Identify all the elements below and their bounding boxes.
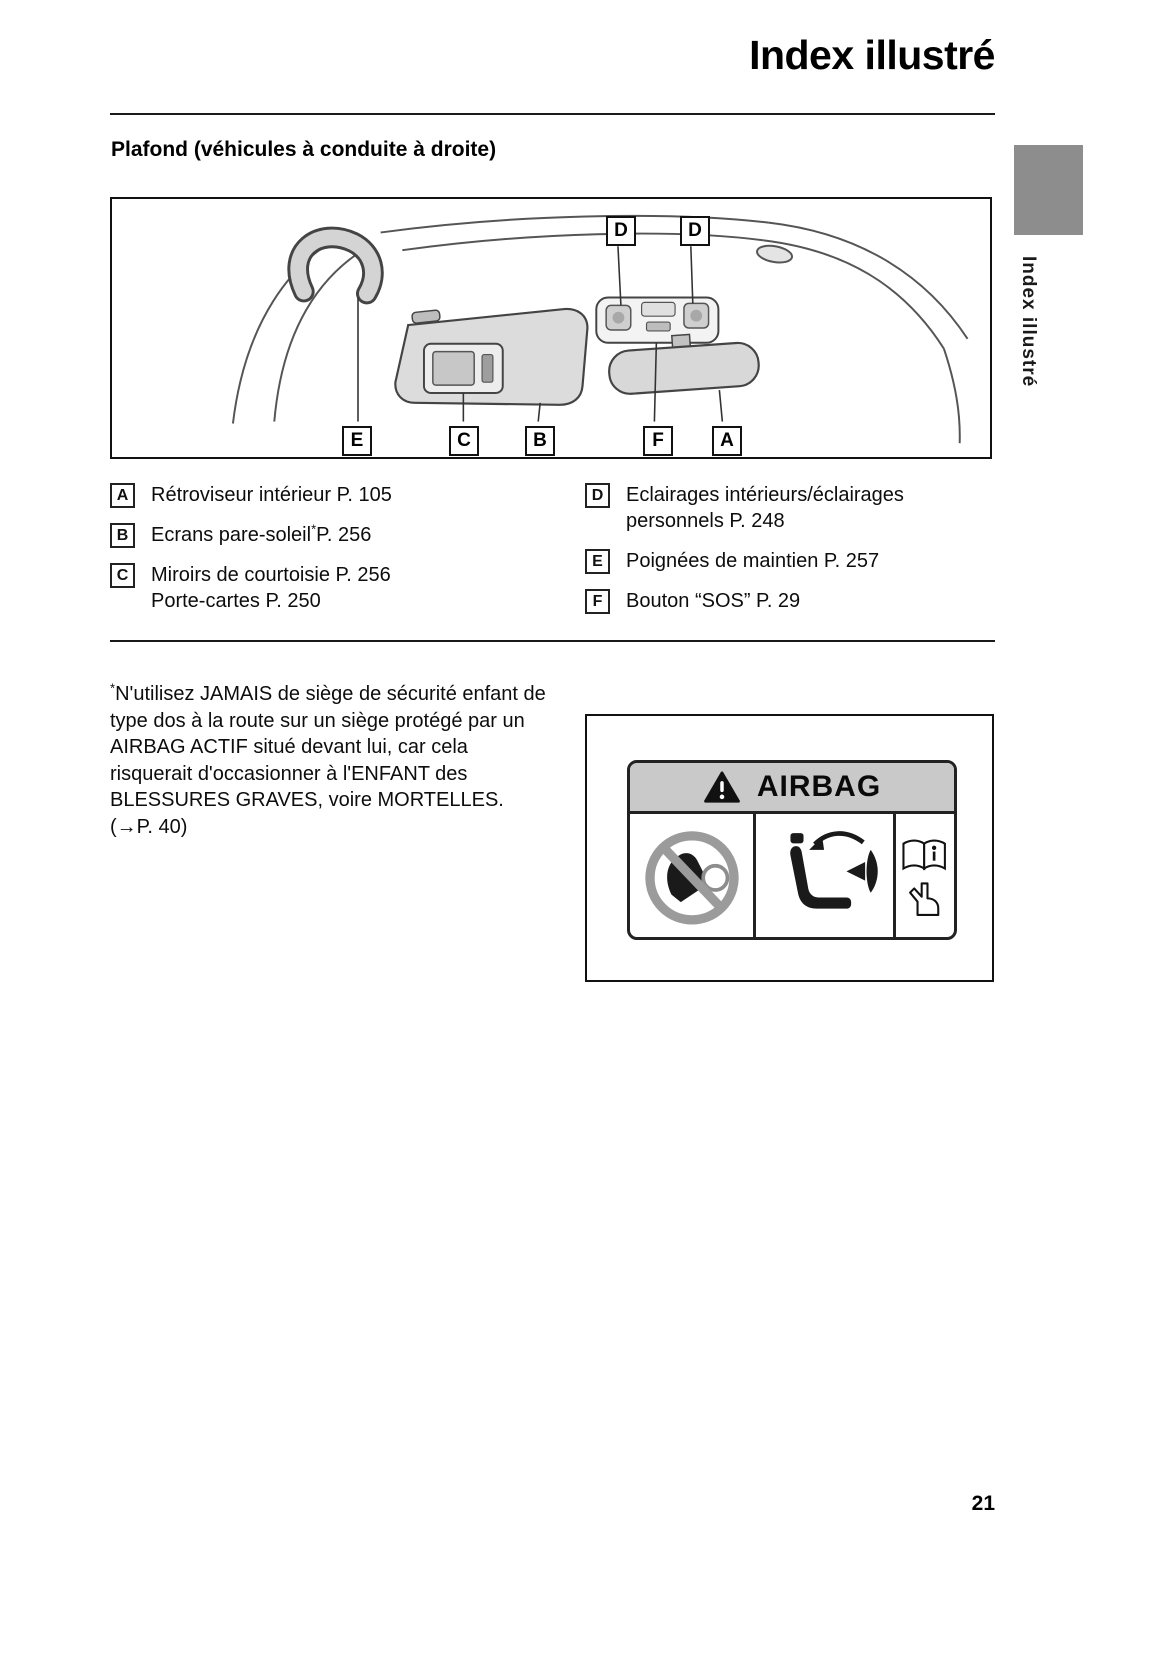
page-title: Index illustré (749, 32, 995, 78)
legend-text-B-page: P. 256 (316, 524, 372, 546)
legend-item-B: B Ecrans pare-soleil*P. 256 (110, 522, 575, 548)
legend-key-C: C (110, 563, 135, 588)
legend-item-E: E Poignées de maintien P. 257 (585, 548, 995, 574)
legend-text-D: Eclairages intérieurs/éclairages personn… (626, 484, 904, 532)
vanity-mirror-illustration (422, 342, 504, 394)
callout-F: F (643, 426, 673, 456)
legend-text-C-line1: Miroirs de courtoisie P. 256 (151, 564, 391, 586)
legend-text-B: Ecrans pare-soleil*P. 256 (151, 522, 371, 548)
footnote-text: N'utilisez JAMAIS de siège de sécurité e… (110, 683, 546, 838)
page-number: 21 (971, 1492, 995, 1515)
no-rear-facing-child-seat-icon (630, 814, 757, 937)
ceiling-diagram: D D E C B F A (110, 197, 992, 459)
legend-item-A: A Rétroviseur intérieur P. 105 (110, 482, 575, 508)
chapter-tab-label: Index illustré (1018, 256, 1039, 388)
legend-key-B: B (110, 523, 135, 548)
leader-lines (357, 246, 724, 422)
section-heading: Plafond (véhicules à conduite à droite) (111, 138, 497, 161)
legend-key-F: F (585, 589, 610, 614)
legend-text-B-main: Ecrans pare-soleil (151, 524, 312, 546)
ceiling-illustration (231, 214, 969, 444)
airbag-label-figure: AIRBAG (585, 714, 994, 982)
section-divider (110, 640, 995, 642)
callout-D-right: D (680, 216, 710, 246)
roof-frame-lines (231, 214, 969, 444)
footnote: *N'utilisez JAMAIS de siège de sécurité … (110, 681, 548, 840)
rearview-mirror-illustration (608, 333, 760, 395)
legend-item-D: D Eclairages intérieurs/éclairages perso… (585, 482, 995, 534)
callout-E: E (342, 426, 372, 456)
airbag-warning-label: AIRBAG (627, 760, 957, 940)
warning-triangle-icon (703, 770, 740, 803)
footnote-asterisk: * (110, 680, 116, 696)
legend-key-E: E (585, 549, 610, 574)
airbag-label-header: AIRBAG (630, 763, 954, 814)
airbag-label-title: AIRBAG (756, 770, 882, 803)
grab-handle-illustration (287, 226, 384, 305)
seat-airbag-deploy-icon (756, 814, 896, 937)
callout-A: A (712, 426, 742, 456)
legend-left-column: A Rétroviseur intérieur P. 105 B Ecrans … (110, 482, 575, 628)
legend-key-A: A (110, 483, 135, 508)
legend-text-E: Poignées de maintien P. 257 (626, 550, 880, 572)
overhead-console-illustration (595, 296, 720, 344)
callout-B: B (525, 426, 555, 456)
chapter-tab-marker (1014, 145, 1083, 235)
owners-manual-icon (896, 814, 954, 937)
legend-item-F: F Bouton “SOS” P. 29 (585, 588, 995, 614)
legend-text-A: Rétroviseur intérieur P. 105 (151, 484, 392, 506)
roof-clip (756, 244, 794, 264)
legend-key-D: D (585, 483, 610, 508)
callout-D-left: D (606, 216, 636, 246)
airbag-label-body (630, 814, 954, 937)
title-divider (110, 113, 995, 115)
legend-text-C-line2: Porte-cartes P. 250 (151, 590, 321, 612)
callout-C: C (449, 426, 479, 456)
legend-right-column: D Eclairages intérieurs/éclairages perso… (585, 482, 995, 628)
legend-text-F: Bouton “SOS” P. 29 (626, 590, 801, 612)
legend-text-B-asterisk: * (311, 521, 317, 537)
